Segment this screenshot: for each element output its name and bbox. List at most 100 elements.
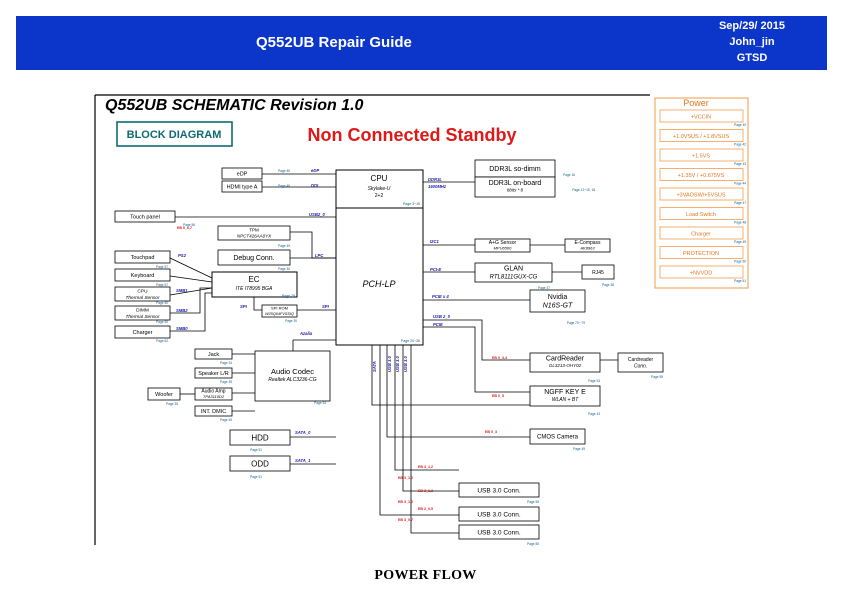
dmic-box-page: Page 45: [220, 418, 232, 422]
cpu-sensor-box-page: Page 50: [156, 301, 168, 305]
edp-box-text: eDP: [237, 171, 248, 177]
hdd-bus: SATA_0: [295, 430, 311, 435]
audio-amp-box: [194, 387, 233, 401]
usb3-red-b: EB 3_1,2: [398, 500, 413, 504]
ddr-onboard-box-text: 8bits * 8: [507, 188, 524, 193]
pch-page: Page 20~26: [401, 339, 420, 343]
touch-bus: USB2_0: [309, 212, 325, 217]
pcie4-bus: PCIE x 4: [432, 294, 449, 299]
power-item-label: +3VAOSW/+5VSUS: [676, 193, 725, 199]
pch-vbus: SATA: [372, 361, 377, 372]
audio-amp-box-text: TPA3110D2: [203, 394, 225, 399]
ngff-box-text: WLAN + BT: [552, 397, 579, 403]
spi-rom-box: [261, 304, 298, 318]
power-item-box: [659, 207, 744, 220]
cmos-box-text: CMOS Camera: [537, 435, 579, 441]
dmic-box: [194, 405, 233, 417]
hdmi-box: [221, 180, 263, 193]
power-item-page: Page 49: [734, 240, 746, 244]
lpc-bus: LPC: [315, 253, 324, 258]
header-dept: GTSD: [736, 52, 768, 64]
power-item-box: [659, 109, 744, 123]
rj45-box-page: Page 38: [602, 283, 614, 287]
hdmi-box-text: HDMI type A: [227, 184, 258, 190]
power-item-label: +1.0VSUS / +1.8VSUS: [673, 134, 730, 140]
charger-box-page: Page 62: [156, 339, 168, 343]
cardconn-box-text: Cardreader: [628, 357, 654, 363]
tpm-box-text: NPCT426AA0YX: [237, 234, 272, 239]
jack-box: [194, 348, 233, 360]
gsensor-box-text: A+G Sensor: [489, 240, 517, 246]
usb3-box-text: USB 3.0 Conn.: [477, 487, 521, 494]
cardconn-box: [617, 352, 664, 373]
cmos-red: EB 0_3: [485, 430, 497, 434]
touchpad-box-text: Touchpad: [131, 255, 155, 261]
ec-name: EC: [248, 275, 259, 284]
power-item-label: Load Switch: [686, 212, 716, 218]
power-title: Power: [683, 98, 709, 108]
power-item-box: [659, 246, 744, 259]
audio-codec-box-text: Audio Codec: [271, 367, 314, 376]
power-item-page: Page 47: [734, 201, 746, 205]
dmic-box-text: INT. DMIC: [201, 409, 226, 415]
compass-box-text: E-Compass: [574, 240, 601, 246]
usb3-red-a: EB 3_1,2: [418, 465, 433, 469]
azalia-bus: Azalia: [299, 331, 313, 336]
edp-box-page: Page 45: [278, 169, 290, 173]
cmos-box-page: Page 45: [573, 447, 585, 451]
cardconn-box-page: Page 55: [651, 375, 663, 379]
usb3-red-a: EB 3_0,5: [418, 507, 433, 511]
hdmi-box-page: Page 46: [278, 184, 290, 188]
odd-box-text: ODD: [251, 459, 269, 468]
ddr-onboard-box: [474, 176, 556, 198]
smb0-bus: SMB0: [176, 326, 188, 331]
cmos-box: [529, 428, 586, 445]
usb3-box: [458, 482, 540, 498]
usb3-red-a: EB 3_1,2: [418, 489, 433, 493]
tpm-box-text: TPM: [249, 228, 259, 233]
ddr-onboard-box-page: Page 12~15, 18: [572, 188, 595, 192]
cardconn-box-text: Conn.: [634, 364, 647, 370]
block-diagram-label-box: [116, 121, 233, 147]
cardreader-box-page: Page 53: [588, 379, 600, 383]
pcie-e-bus: PCI-E: [430, 267, 441, 272]
cardreader-box: [529, 352, 601, 373]
odd-box-page: Page 51: [250, 475, 262, 479]
ddr-sodimm-box-page: Page 16: [563, 173, 575, 177]
cpu-name: CPU: [371, 174, 388, 183]
ddr-sodimm-box-text: DDR3L so-dimm: [489, 166, 541, 173]
power-item-page: Page 51: [734, 279, 746, 283]
speaker-box-text: Speaker L/R: [198, 371, 229, 377]
debug-box: [217, 249, 291, 266]
pch-block: [335, 207, 424, 346]
standby-label: Non Connected Standby: [307, 125, 516, 145]
usb3-red-b: EB 3_1,2: [398, 476, 413, 480]
ngff-box-text: NGFF KEY E: [544, 389, 586, 396]
usb2-bus: USB 2_0: [433, 314, 451, 319]
ps2-bus: PS2: [178, 253, 187, 258]
power-item-page: Page 44: [734, 182, 746, 186]
header-date: Sep/29/ 2015: [718, 20, 786, 32]
usb3-box: [458, 506, 540, 522]
usb3-red-b: EB 3_0,7: [398, 518, 413, 522]
nvidia-box-page: Page 70~ 79: [567, 321, 585, 325]
page-title: Q552UB Repair Guide: [256, 34, 412, 51]
power-item-page: Page 40: [734, 123, 746, 127]
audio-amp-box-text: Audio Amp: [201, 389, 225, 395]
card-red: EB 0_3,4: [492, 356, 507, 360]
power-item-page: Page 50: [734, 260, 746, 264]
rj45-box-text: RJ45: [592, 270, 604, 276]
header-banner: Q552UB Repair Guide Sep/29/ 2015 John_ji…: [16, 16, 827, 70]
keyboard-box-text: Keyboard: [131, 273, 155, 279]
pcie-bus: PCIE: [433, 322, 443, 327]
touch-panel-box: [114, 210, 176, 223]
dimm-sensor-box-page: Page 50: [156, 320, 168, 324]
ngff-red: EB 0_5: [492, 394, 504, 398]
spi-rom-box-text: W25Q64FVSSIQ: [265, 312, 294, 316]
power-item-box: [659, 226, 744, 240]
odd-bus: SATA_1: [295, 458, 311, 463]
ec-sub: ITE IT8995 BGA: [236, 286, 273, 292]
cardreader-box-text: CardReader: [546, 356, 585, 363]
